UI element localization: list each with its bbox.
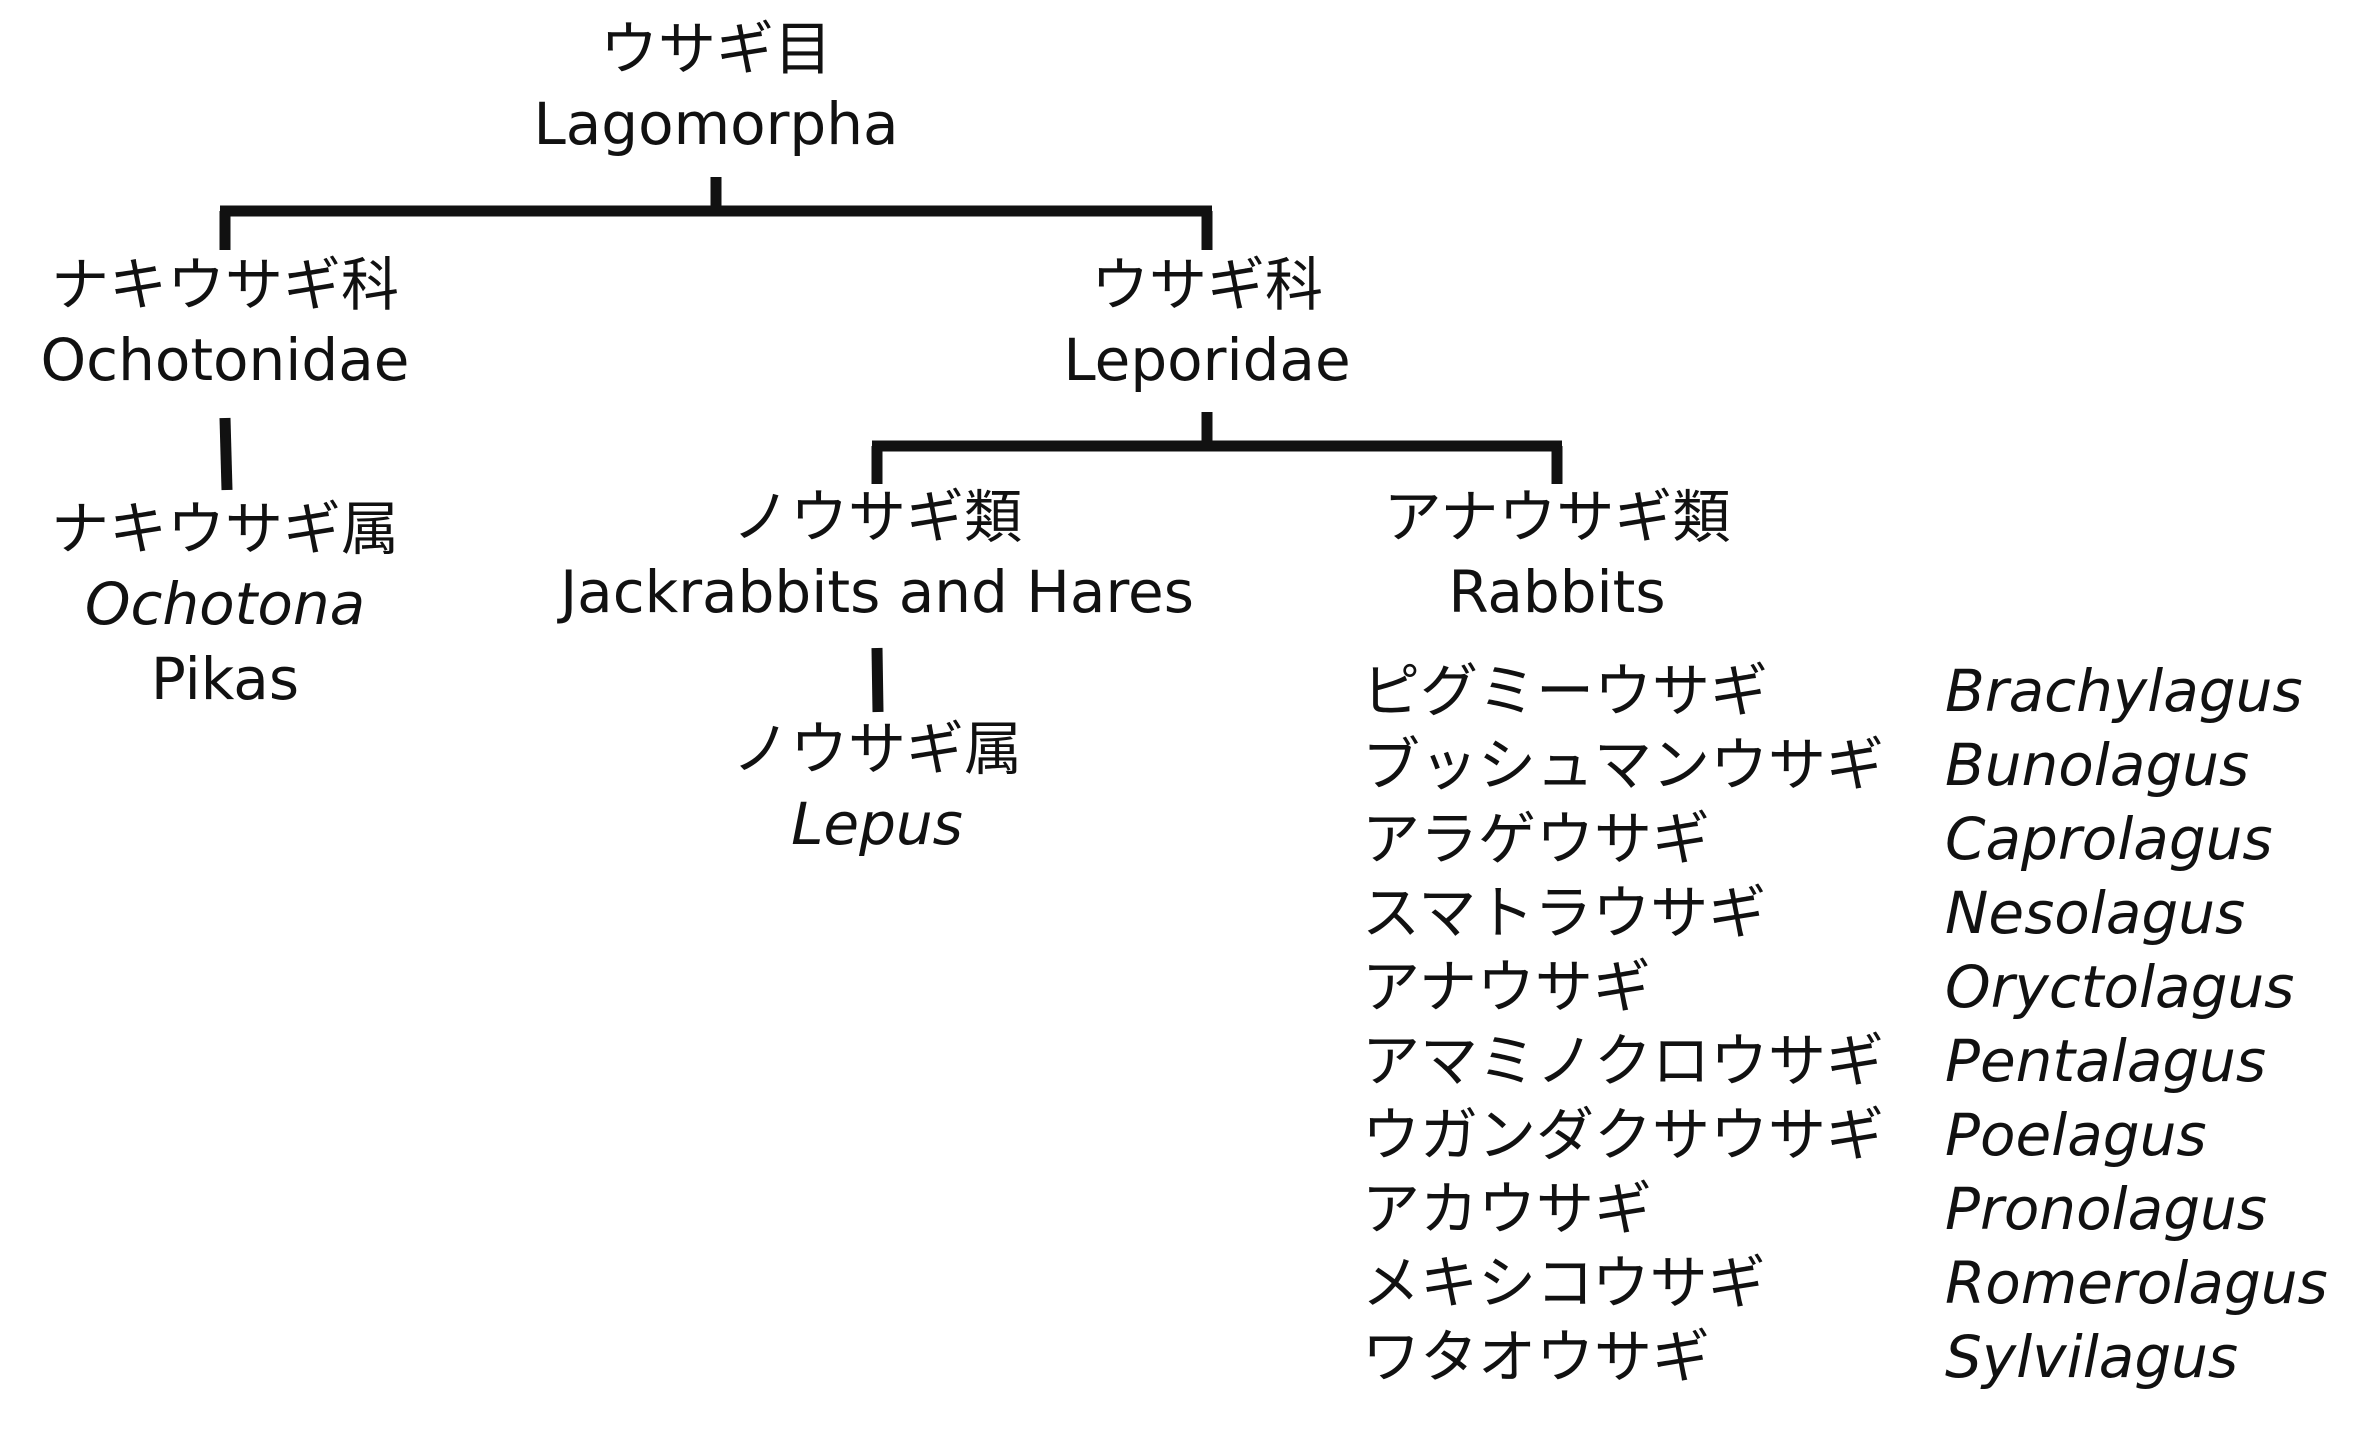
- rabbit-genus-latin: Poelagus: [1945, 1101, 2207, 1169]
- rabbit-genus-latin: Pentalagus: [1945, 1027, 2267, 1095]
- connector-lepus-stem: [871, 647, 884, 713]
- node-hares-ja: ノウサギ類: [731, 483, 1022, 551]
- rabbit-genus-latin: Sylvilagus: [1945, 1323, 2239, 1391]
- node-ochotonidae: ナキウサギ科 Ochotonidae: [41, 248, 410, 398]
- node-leporidae: ウサギ科 Leporidae: [1063, 248, 1350, 398]
- rabbit-genus-latin: Romerolagus: [1945, 1249, 2328, 1317]
- rabbit-genera-japanese-list: ピグミーウサギ ブッシュマンウサギ アラゲウサギ スマトラウサギ アナウサギ ア…: [1362, 654, 1884, 1394]
- node-ochotona-latin: Ochotona: [84, 570, 366, 638]
- node-leporidae-latin: Leporidae: [1063, 326, 1351, 394]
- rabbit-genus-latin: Caprolagus: [1945, 805, 2273, 873]
- node-rabbits-ja: アナウサギ類: [1383, 483, 1731, 551]
- node-hares: ノウサギ類 Jackrabbits and Hares: [560, 480, 1194, 630]
- rabbit-genus-latin: Brachylagus: [1945, 657, 2303, 725]
- node-lagomorpha-ja: ウサギ目: [599, 15, 833, 83]
- rabbit-genus-ja: ウガンダクサウサギ: [1362, 1101, 1885, 1169]
- rabbit-genus-latin: Nesolagus: [1945, 879, 2246, 947]
- rabbit-genus-latin: Oryctolagus: [1945, 953, 2295, 1021]
- rabbit-genus-ja: ブッシュマンウサギ: [1362, 731, 1885, 799]
- node-ochotona: ナキウサギ属 Ochotona Pikas: [51, 492, 399, 717]
- node-rabbits-en: Rabbits: [1448, 558, 1666, 626]
- rabbit-genus-ja: アカウサギ: [1362, 1175, 1653, 1243]
- rabbit-genus-ja: ピグミーウサギ: [1362, 657, 1769, 725]
- node-ochotona-ja: ナキウサギ属: [50, 495, 400, 563]
- rabbit-genus-ja: アナウサギ: [1362, 953, 1651, 1021]
- rabbit-genus-ja: アマミノクロウサギ: [1362, 1027, 1885, 1095]
- rabbit-genus-ja: スマトラウサギ: [1362, 879, 1767, 947]
- node-rabbits: アナウサギ類 Rabbits: [1384, 480, 1731, 630]
- rabbit-genus-latin: Pronolagus: [1945, 1175, 2268, 1243]
- node-ochotonidae-ja: ナキウサギ科: [50, 251, 399, 319]
- node-lepus-ja: ノウサギ属: [731, 715, 1023, 783]
- rabbit-genus-ja: アラゲウサギ: [1362, 805, 1711, 873]
- connector-ochotona-stem: [219, 417, 233, 491]
- node-ochotona-common: Pikas: [150, 645, 300, 713]
- node-lagomorpha-latin: Lagomorpha: [533, 90, 899, 158]
- node-ochotonidae-latin: Ochotonidae: [40, 326, 410, 394]
- node-lagomorpha: ウサギ目 Lagomorpha: [533, 12, 898, 162]
- rabbit-genera-latin-list: Brachylagus Bunolagus Caprolagus Nesolag…: [1945, 654, 2328, 1394]
- node-hares-en: Jackrabbits and Hares: [560, 558, 1194, 626]
- rabbit-genus-ja: メキシコウサギ: [1362, 1249, 1766, 1317]
- node-lepus-latin: Lepus: [791, 790, 963, 858]
- rabbit-genus-ja: ワタオウサギ: [1362, 1323, 1711, 1391]
- node-leporidae-ja: ウサギ科: [1090, 251, 1323, 319]
- rabbit-genus-latin: Bunolagus: [1945, 731, 2250, 799]
- node-lepus: ノウサギ属 Lepus: [732, 712, 1022, 862]
